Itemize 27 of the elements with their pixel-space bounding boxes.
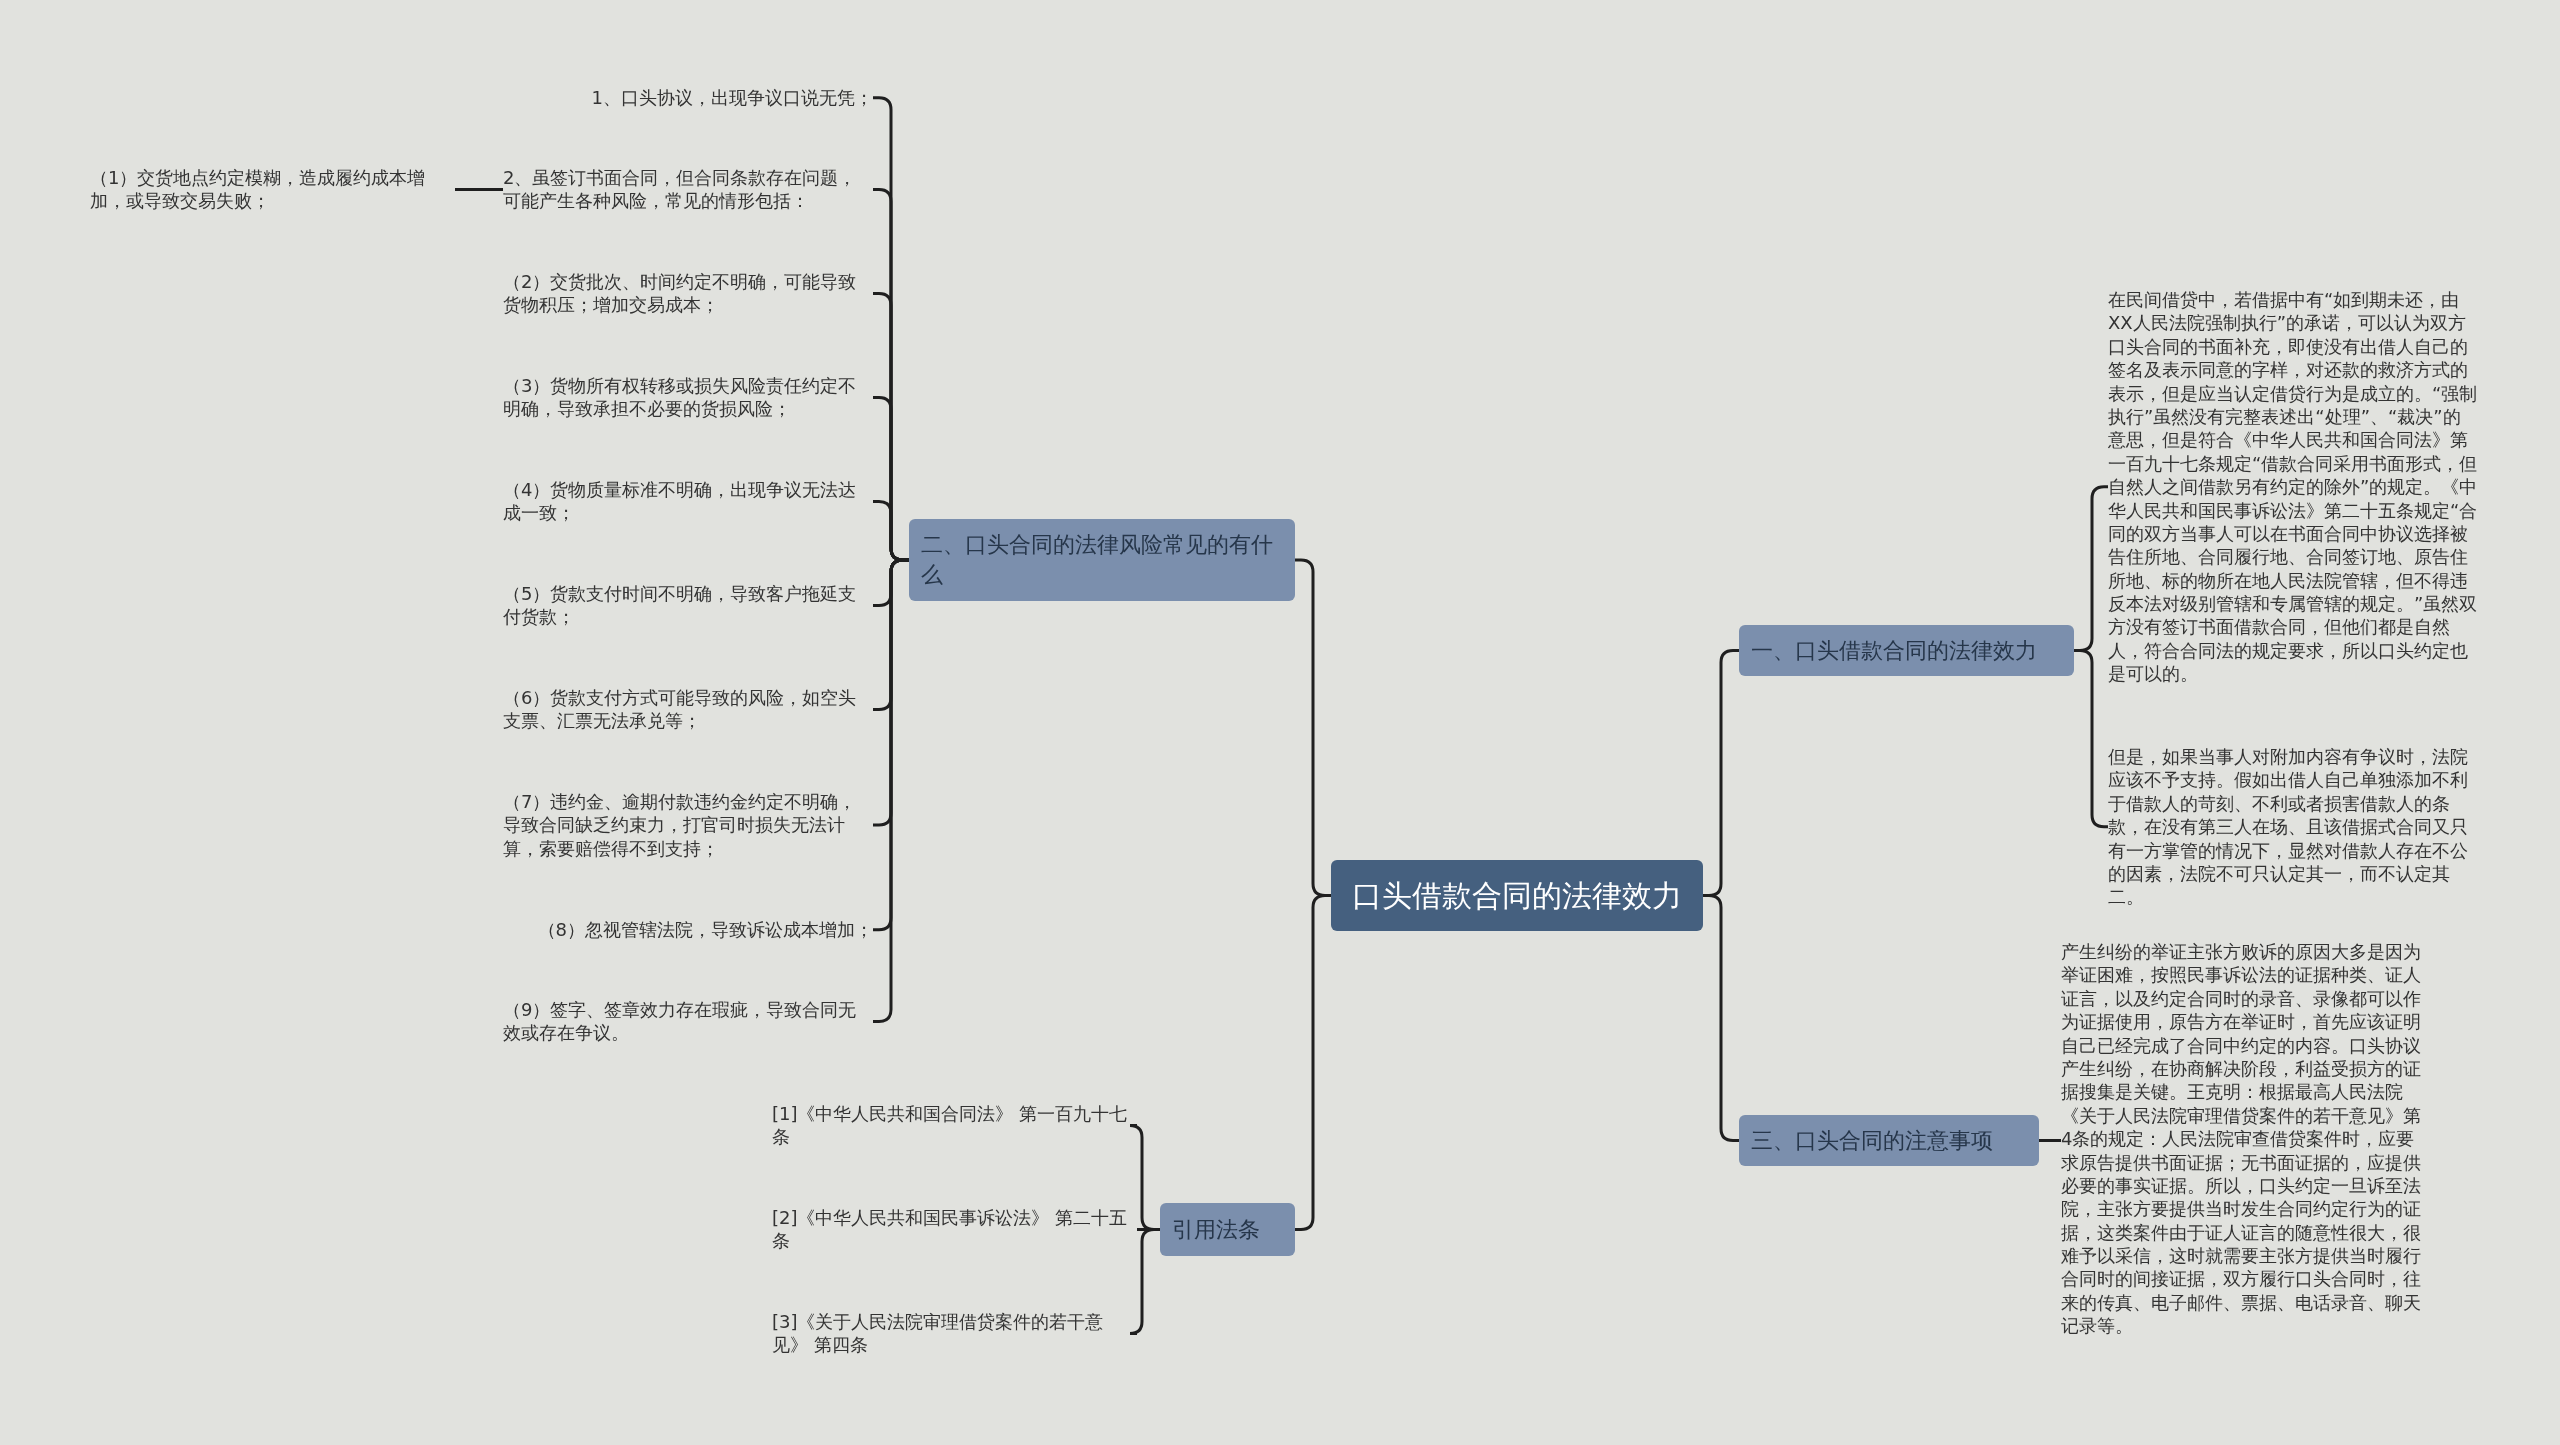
central-topic-box: 口头借款合同的法律效力 xyxy=(1331,860,1703,931)
note-text: （9）签字、签章效力存在瑕疵，导致合同无效或存在争议。 xyxy=(503,998,873,1045)
connector-line xyxy=(455,187,503,191)
note-text: （4）货物质量标准不明确，出现争议无法达成一致； xyxy=(503,478,873,525)
topic-box: 二、口头合同的法律风险常见的有什么 xyxy=(909,519,1295,601)
connector-line xyxy=(1128,1228,1160,1335)
connector-line xyxy=(873,558,909,1023)
connector-line xyxy=(2039,1139,2061,1142)
topic-box: 引用法条 xyxy=(1160,1203,1295,1256)
note-text: 1、口头协议，出现争议口说无凭； xyxy=(503,86,873,110)
note-text: [2]《中华人民共和国民事诉讼法》 第二十五条 xyxy=(772,1206,1137,1253)
note-text: （6）货款支付方式可能导致的风险，如空头支票、汇票无法承兑等； xyxy=(503,686,873,733)
note-text: 产生纠纷的举证主张方败诉的原因大多是因为举证困难，按照民事诉讼法的证据种类、证人证言，以及约定合同时的录音、录像都可以作为证据使用，原告方在举证时，首先应该证明自己已经完成了合同中约定的内容。口头协议产生纠纷，在协商解决阶段，利益受损方的证据搜集是关键。王克明：根据最高人民法院《关于人民法院审理借贷案件的若干意见》第4条的规定：人民法院审查借贷案件时，应要求原告提供书面证据；无书面证据的，应提供必要的事实证据。所以，口头约定一旦诉至法院，主张方要提供当时发生合同约定行为的证据，这类案件由于证人证言的随意性很大，很难予以采信，这时就需要主张方提供当时履行合同时的间接证据，双方履行口头合同时，往来的传真、电子邮件、票据、电话录音、聊天记录等。 xyxy=(2061,940,2431,1338)
note-text: 2、虽签订书面合同，但合同条款存在问题，可能产生各种风险，常见的情形包括： xyxy=(503,166,873,213)
connector-line xyxy=(1295,894,1331,1231)
topic-box: 一、口头借款合同的法律效力 xyxy=(1739,625,2074,676)
note-text: （1）交货地点约定模糊，造成履约成本增加，或导致交易失败； xyxy=(90,166,455,213)
note-text: 但是，如果当事人对附加内容有争议时，法院应该不予支持。假如出借人自己单独添加不利于借款人的苛刻、不利或者损害借款人的条款，在没有第三人在场、且该借据式合同又只有一方掌管的情况下，显然对借款人存在不公的因素，法院不可只认定其一，而不认定其二。 xyxy=(2108,745,2478,909)
note-text: （3）货物所有权转移或损失风险责任约定不明确，导致承担不必要的货损风险； xyxy=(503,374,873,421)
note-text: （2）交货批次、时间约定不明确，可能导致货物积压；增加交易成本； xyxy=(503,270,873,317)
note-text: （7）违约金、逾期付款违约金约定不明确，导致合同缺乏约束力，打官司时损失无法计算，索要赔偿得不到支持； xyxy=(503,790,873,861)
note-text: [1]《中华人民共和国合同法》 第一百九十七条 xyxy=(772,1102,1137,1149)
note-text: （5）货款支付时间不明确，导致客户拖延支付货款； xyxy=(503,582,873,629)
note-text: 在民间借贷中，若借据中有“如到期未还，由XX人民法院强制执行”的承诺，可以认为双方口头合同的书面补充，即使没有出借人自己的签名及表示同意的字样，对还款的救济方式的表示，但是应当认定借贷行为是成立的。“强制执行”虽然没有完整表述出“处理”、“裁决”的意思，但是符合《中华人民共和国合同法》第一百九十七条规定“借款合同采用书面形式，但自然人之间借款另有约定的除外”的规定。《中华人民共和国民事诉讼法》第二十五条规定“合同的双方当事人可以在书面合同中协议选择被告住所地、合同履行地、合同签订地、原告住所地、标的物所在地人民法院管辖，但不得违反本法对级别管辖和专属管辖的规定。”虽然双方没有签订书面借款合同，但他们都是自然人，符合合同法的规定要求，所以口头约定也是可以的。 xyxy=(2108,288,2478,686)
note-text: [3]《关于人民法院审理借贷案件的若干意见》 第四条 xyxy=(772,1310,1137,1357)
topic-box: 三、口头合同的注意事项 xyxy=(1739,1115,2039,1166)
note-text: （8）忽视管辖法院，导致诉讼成本增加； xyxy=(503,918,873,942)
